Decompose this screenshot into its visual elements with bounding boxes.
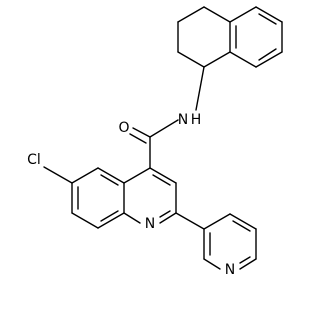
bond	[123, 212, 141, 224]
quinoline-hetero-ring	[123, 167, 177, 224]
pyridine-ring	[203, 213, 257, 270]
amide-hydrogen-label: H	[191, 112, 202, 128]
quinoline-nitrogen-label: N	[145, 216, 155, 232]
double-bond-inner	[232, 220, 251, 232]
bond	[255, 6, 283, 23]
double-bond-inner	[258, 13, 277, 25]
bond	[71, 167, 99, 184]
bond-carbonyl-o-double	[129, 133, 147, 144]
bond-carbonyl-o	[132, 127, 151, 138]
bond-c2-pyridyl	[175, 212, 205, 230]
bond	[203, 6, 231, 23]
quinoline-benzo-ring	[71, 167, 125, 229]
bond	[159, 212, 177, 224]
saturated-ring	[177, 6, 231, 68]
bond	[203, 213, 231, 230]
bond	[255, 51, 283, 68]
double-bond-inner	[100, 210, 119, 222]
bond	[239, 258, 257, 270]
amide-group	[129, 119, 179, 169]
double-bond-inner	[258, 48, 277, 61]
bond-c1-nh	[195, 66, 205, 111]
oxygen-atom-label: O	[118, 120, 129, 136]
bond	[203, 51, 231, 68]
bond-c6-cl	[43, 166, 73, 184]
bond	[97, 212, 125, 229]
aromatic-ring-top-right	[229, 6, 283, 68]
bond	[177, 51, 205, 68]
double-bond-inner	[100, 174, 119, 186]
bond	[203, 258, 221, 270]
bond	[123, 167, 151, 184]
bond	[229, 51, 257, 68]
double-bond-inner	[239, 256, 251, 264]
bond	[97, 167, 125, 184]
bond-nh-carbonyl	[149, 119, 179, 138]
chlorine-atom-label: Cl	[27, 152, 41, 168]
pyridine-nitrogen-label: N	[225, 262, 235, 278]
double-bond-inner	[159, 210, 171, 218]
bond	[177, 6, 205, 23]
amide-nitrogen-label: N	[178, 112, 188, 128]
bond	[229, 213, 257, 230]
bond	[149, 167, 177, 184]
chemical-structure-diagram: O N H Cl N N	[27, 6, 283, 278]
bond	[229, 6, 257, 23]
bond	[71, 212, 99, 229]
double-bond-inner	[152, 174, 171, 186]
